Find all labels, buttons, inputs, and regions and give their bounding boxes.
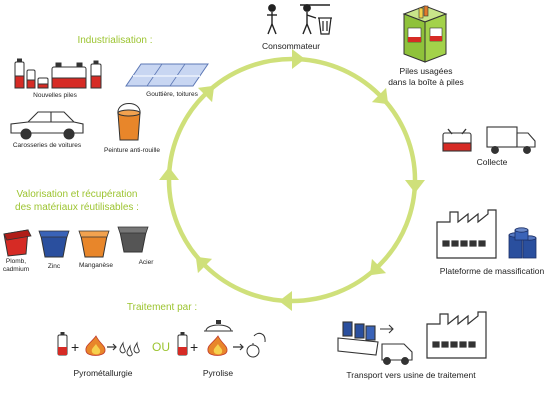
cycle-arrow-6 [195,256,213,274]
bucket-manganese-icon [78,230,110,258]
fire-icon [85,335,106,356]
gouttiere-label: Gouttière, toitures [146,91,198,98]
cycle-ring [159,49,425,311]
battery-box-icon [402,5,448,63]
collect-basket-icon [442,128,472,152]
factory-icon-2 [426,311,487,359]
zinc-label: Zinc [47,263,61,270]
plomb-label-2: cadmium [2,266,30,273]
valorisation-title-1: Valorisation et récupération [16,189,138,200]
manganese-label: Manganèse [79,262,113,269]
roof-sheet-icon [125,63,209,87]
cycle-arrow-3 [405,180,425,193]
traitement-title: Traitement par : [126,302,198,313]
piles-usagees-label-2: dans la boîte à piles [388,77,464,87]
flask-icon [204,320,233,332]
person-icon [267,4,277,35]
trash-bin-icon [318,17,332,35]
paint-bucket-icon [117,103,141,141]
arrow-right-icon [107,343,117,351]
pyrolise-battery-icon [177,332,188,356]
truck-icon [486,126,536,154]
cycle-arrow-1 [292,49,305,69]
carosseries-label: Carosseries de voitures [12,142,82,149]
transport-truck-icon [337,321,413,365]
condenser-icon [246,332,266,358]
arrow-right-icon-2 [233,343,244,351]
plomb-label-1: Plomb, [5,258,27,265]
droplets-icon [119,341,140,357]
peinture-label: Peinture anti-rouille [103,147,160,154]
valorisation-title-2: des matériaux réutilisables : [15,202,139,213]
cycle-arrow-5 [279,291,292,311]
car-icon [10,111,84,140]
consommateur-label: Consommateur [262,41,321,51]
transport-label: Transport vers usine de traitement [346,370,476,380]
cycle-arrow-7 [159,167,179,180]
nouvelles-piles-label: Nouvelles piles [33,92,77,99]
bucket-acier-icon [117,226,149,253]
cycle-arrow-2 [371,87,389,105]
industrialisation-title: Industrialisation : [77,35,153,46]
factory-icon-1 [436,209,497,259]
barrels-icon [508,227,537,259]
pyrolise-label: Pyrolise [202,368,234,378]
new-batteries-icon [14,58,102,89]
pyrometallurgie-label: Pyrométallurgie [73,368,133,378]
or-label: OU [152,340,170,354]
person-recycling-icon [300,4,330,35]
cycle-arrow-4 [369,258,387,276]
plateforme-label: Plateforme de massification [439,266,545,276]
bucket-zinc-icon [38,230,70,258]
plus-sign-1: + [71,339,79,355]
piles-usagees-label-1: Piles usagées [399,66,453,76]
fire-icon-2 [207,335,228,356]
cycle-arrow-8 [197,85,215,103]
bucket-plomb-icon [3,229,32,257]
acier-label: Acier [138,259,154,266]
collecte-label: Collecte [476,157,508,167]
plus-sign-2: + [190,339,198,355]
pyro-battery-icon [57,332,68,356]
